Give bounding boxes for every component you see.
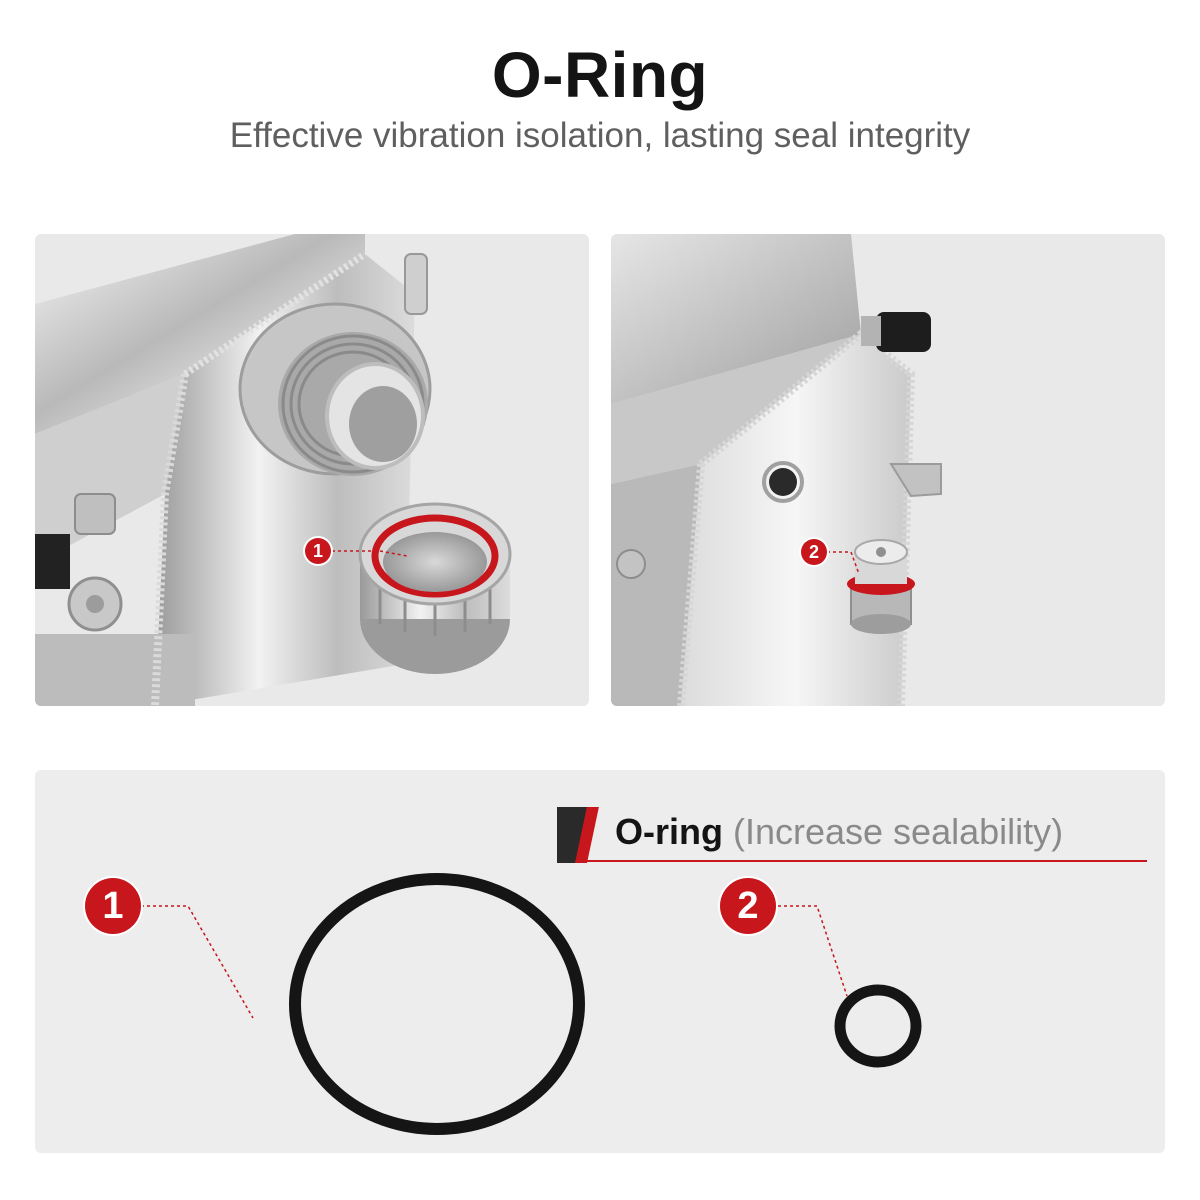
oring-detail-panel: 1 2 <box>35 770 1165 1153</box>
cap-oring-seal <box>371 514 499 598</box>
callout-1-large: 1 <box>85 878 141 934</box>
tank-front-face <box>35 374 185 564</box>
page-subtitle: Effective vibration isolation, lasting s… <box>229 116 971 155</box>
large-oring <box>289 873 585 1135</box>
page-title: O-Ring <box>491 39 709 111</box>
callout-2-large: 2 <box>720 878 776 934</box>
header-underline <box>587 860 1147 862</box>
weld-seam <box>698 328 916 706</box>
tank-cap-illustration <box>35 234 512 706</box>
oring-parts-illustration <box>141 873 922 1135</box>
cap-photo-panel: 1 <box>35 234 589 706</box>
plug-photo-panel: 2 <box>611 234 1165 706</box>
tank-plug-illustration <box>611 234 942 706</box>
oring-label-sub: (Increase sealability) <box>732 811 1064 852</box>
drain-plug <box>847 539 915 634</box>
weld-seam <box>151 373 189 706</box>
small-oring <box>834 984 922 1068</box>
oring-label-main: O-ring <box>615 811 723 852</box>
filler-cap <box>358 502 512 674</box>
callout-2-small: 2 <box>801 539 827 565</box>
tank-top-face <box>35 234 365 434</box>
tank-top-face <box>611 234 861 404</box>
callout-1-small: 1 <box>305 538 331 564</box>
oring-label-header: O-ring(Increase sealability) <box>557 807 1147 863</box>
oring-label: O-ring(Increase sealability) <box>615 811 1063 853</box>
